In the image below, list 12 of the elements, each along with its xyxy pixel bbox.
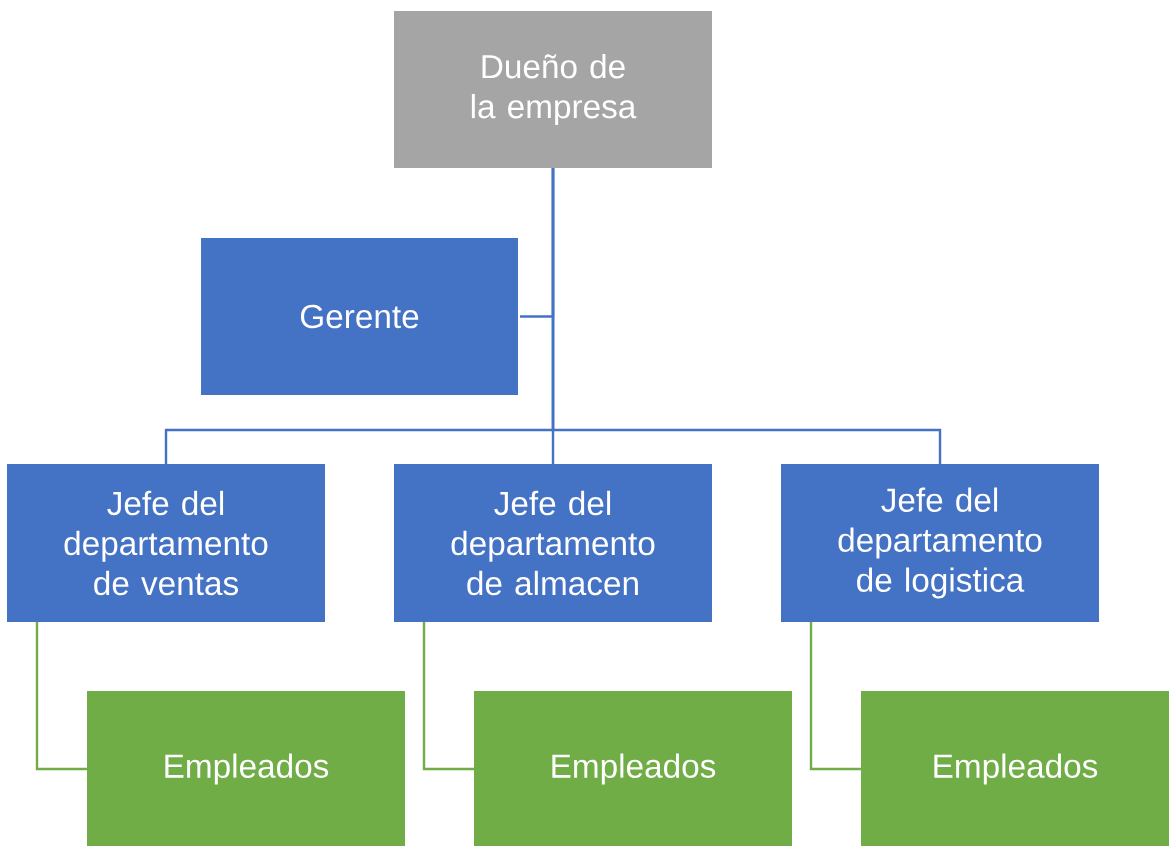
employees-box: Empleados	[861, 691, 1169, 846]
owner-box: Dueño de la empresa	[394, 11, 712, 168]
employees-box: Empleados	[87, 691, 405, 846]
connector-line	[35, 622, 87, 771]
department-box: Jefe del departamento de almacen	[394, 464, 712, 622]
connector-line	[809, 622, 861, 771]
department-box: Jefe del departamento de ventas	[7, 464, 325, 622]
connector-line	[551, 167, 942, 464]
connector-line	[422, 622, 474, 771]
manager-box: Gerente	[199, 236, 520, 397]
department-box: Jefe del departamento de logistica	[781, 464, 1099, 622]
employees-box: Empleados	[474, 691, 792, 846]
